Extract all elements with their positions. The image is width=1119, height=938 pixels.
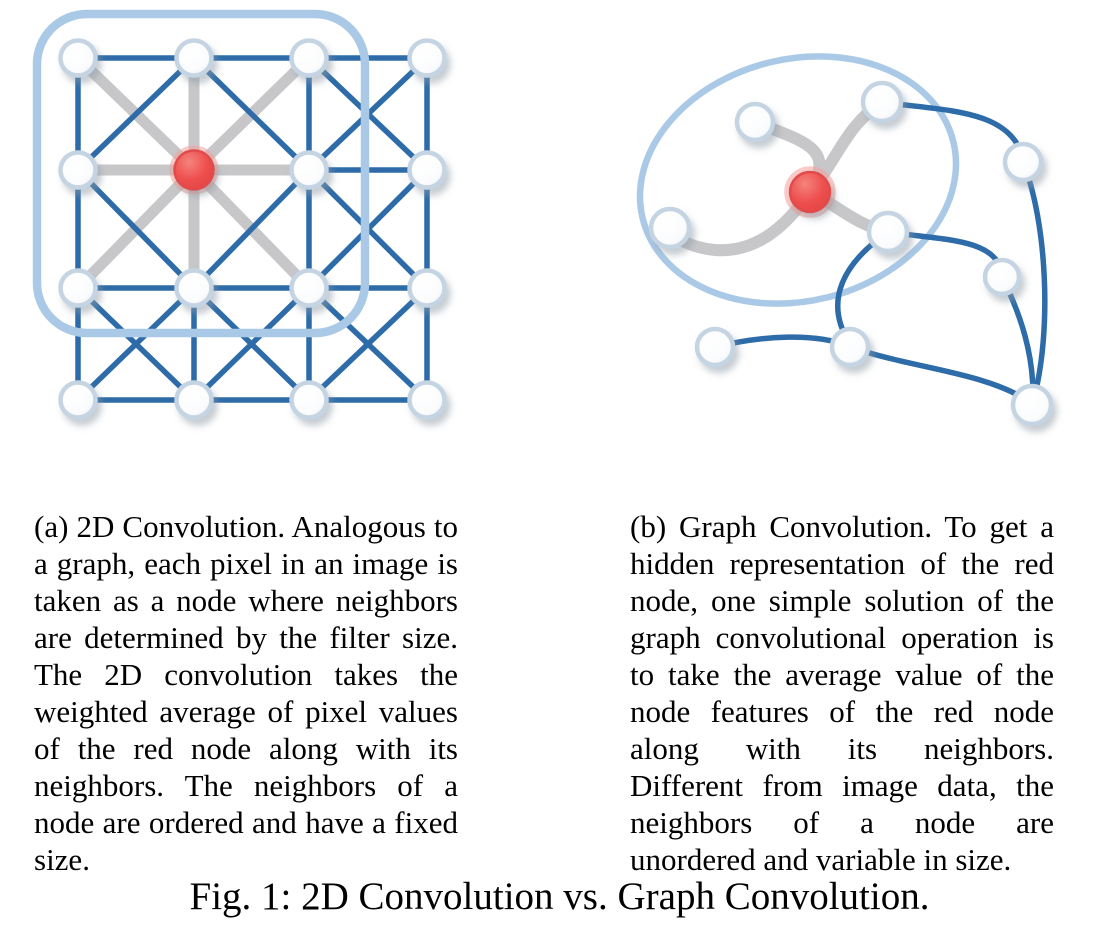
neighbor-top — [860, 80, 904, 124]
pixel-node — [58, 268, 98, 308]
pixel-node — [58, 150, 98, 190]
red-center-node — [788, 170, 832, 214]
red-node-halo — [169, 145, 219, 195]
neighbor-left — [648, 206, 692, 250]
outer-bottom-right — [1010, 383, 1054, 427]
blue-edge — [847, 344, 1033, 405]
pixel-node — [407, 380, 447, 420]
caption-panel-b: (b) Graph Convolution. To get a hidden r… — [630, 509, 1054, 877]
pixel-node — [58, 380, 98, 420]
pixel-nodes — [58, 38, 447, 420]
figure-diagrams-svg — [32, 9, 1054, 427]
blue-edge — [75, 55, 197, 173]
pixel-node — [174, 38, 214, 78]
blue-edge — [191, 167, 312, 291]
pixel-node — [174, 268, 214, 308]
red-node-halo — [784, 166, 836, 218]
panel-a-2d-convolution-diagram — [32, 9, 447, 420]
pixel-node — [407, 268, 447, 308]
caption-panel-a: (a) 2D Convolution. Analogous to a graph… — [34, 509, 458, 877]
pixel-node — [289, 38, 329, 78]
outer-right-upper — [1002, 141, 1044, 183]
pixel-node — [407, 38, 447, 78]
pixel-node — [407, 150, 447, 190]
outer-bottom-left — [694, 326, 736, 368]
blue-edge — [191, 55, 312, 173]
blue-edge — [75, 167, 197, 291]
outer-bottom-mid — [829, 326, 871, 368]
pixel-node — [289, 268, 329, 308]
panel-b-graph-convolution-diagram — [636, 53, 1054, 427]
neighbor-upper-left — [734, 101, 776, 143]
blue-edge — [306, 285, 430, 403]
filter-region-outline — [32, 9, 370, 338]
graph-nodes — [648, 80, 1054, 427]
blue-edge — [75, 285, 197, 403]
figure-caption: Fig. 1: 2D Convolution vs. Graph Convolu… — [189, 875, 930, 918]
pixel-node — [58, 38, 98, 78]
neighborhood-outline — [636, 53, 960, 307]
average-edges — [665, 96, 892, 257]
pixel-node — [289, 380, 329, 420]
neighbor-right — [866, 210, 910, 254]
blue-edge — [1020, 159, 1048, 401]
pixel-node — [174, 380, 214, 420]
red-center-node — [173, 149, 215, 191]
blue-edge — [191, 285, 312, 403]
pixel-node — [289, 150, 329, 190]
graph-edges — [712, 99, 1048, 405]
blue-edge — [879, 99, 1026, 161]
outer-right-mid — [982, 257, 1022, 297]
